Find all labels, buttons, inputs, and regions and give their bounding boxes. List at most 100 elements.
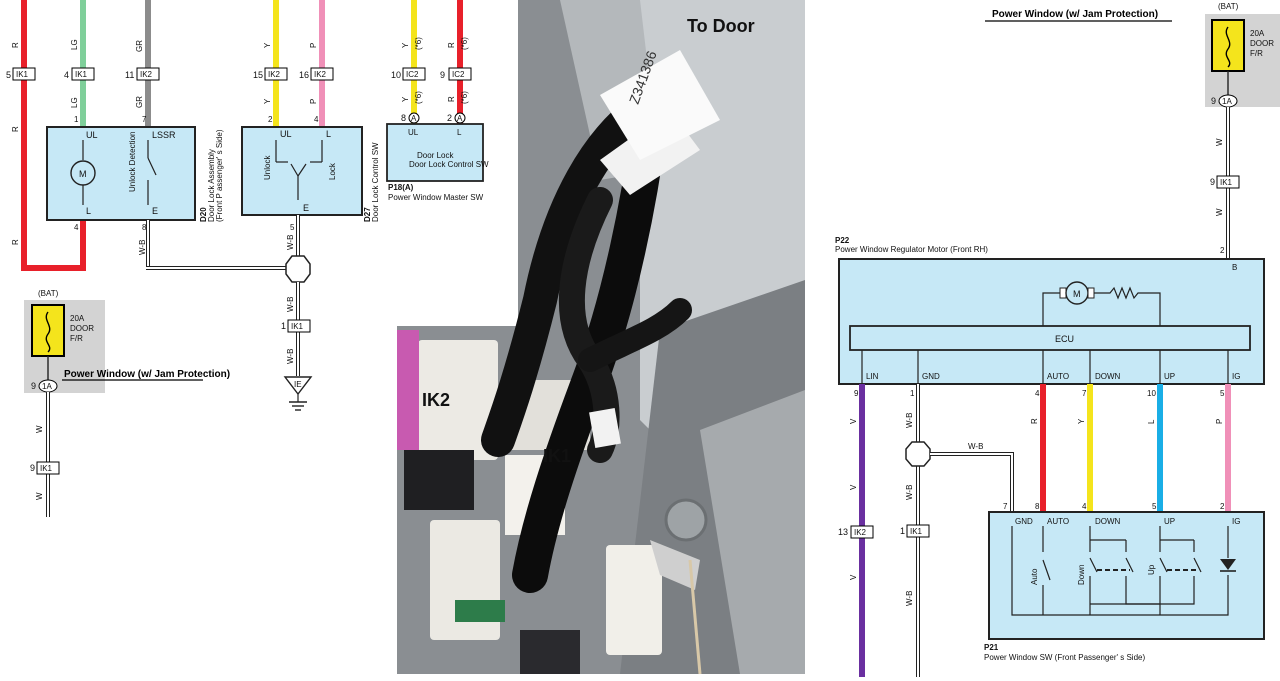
right-diagram: Power Window (w/ Jam Protection) (BAT) 2… — [835, 2, 1280, 677]
pin-number: 4 — [74, 223, 79, 232]
connector-tag — [264, 67, 288, 81]
pin-number: 10 — [391, 70, 401, 80]
switch-label: Auto — [1030, 568, 1039, 585]
wire-code: LG — [70, 97, 79, 108]
door-lock-assembly: 1 7 UL LSSR L E 4 8 M Unlock Detection D… — [46, 115, 224, 232]
connector-tag — [36, 461, 60, 475]
down-switch-icon — [1089, 557, 1098, 573]
component-name: Power Window Master SW — [388, 193, 484, 202]
door-lock-control-switch: 2 4 UL L E 5 Unlock Lock D27 Door Lock C… — [241, 115, 380, 232]
terminal-label: L — [86, 206, 91, 216]
wire-code: GR — [135, 40, 144, 52]
component-name: Power Window SW (Front Passenger' s Side… — [984, 653, 1145, 662]
wire-code: R — [447, 96, 456, 102]
terminal-label: AUTO — [1047, 517, 1069, 526]
pin-number: 1 — [74, 115, 79, 124]
connector-name: IK1 — [75, 70, 88, 79]
wire-code: W-B — [138, 240, 147, 255]
component-code: P22 — [835, 236, 850, 245]
connector-name: 1A — [42, 382, 52, 391]
switch-icon — [147, 157, 157, 176]
connector-tag — [136, 67, 160, 81]
terminal-label: UL — [408, 128, 419, 137]
connector-name: IK1 — [291, 322, 304, 331]
left-diagram: R LG GR Y P Y (*6) R (*6) 5 IK1 4 IK1 11… — [6, 0, 489, 517]
pin-number: 5 — [1220, 389, 1225, 398]
connector-tag — [402, 67, 426, 81]
component-code: D27 — [363, 207, 372, 222]
wire-code: Y — [263, 98, 272, 104]
wire-code: R — [1030, 418, 1039, 424]
component-code: P21 — [984, 643, 999, 652]
connector-tag — [310, 67, 334, 81]
pin-number: 8 — [142, 223, 147, 232]
auto-switch-icon — [1042, 559, 1051, 581]
pin-number: 2 — [1220, 246, 1225, 255]
ground-tag: IE — [294, 380, 302, 389]
pin-number: 8 — [401, 113, 406, 123]
wire-code: R — [11, 239, 20, 245]
terminal-label: UL — [280, 129, 292, 139]
connector-name: IK1 — [1220, 178, 1233, 187]
ik1-label: IK1 — [543, 446, 571, 466]
terminal-label: GND — [922, 372, 940, 381]
motor-label: M — [1073, 289, 1081, 299]
power-window-switch: 7 8 4 5 2 GND AUTO DOWN UP IG Auto Down — [984, 502, 1265, 662]
pin-number: 2 — [268, 115, 273, 124]
ik2-label: IK2 — [422, 390, 450, 410]
terminal-label: IG — [1232, 372, 1240, 381]
splice-point — [905, 441, 931, 467]
connector-name: IC2 — [406, 70, 419, 79]
wire-code: W-B — [968, 442, 983, 451]
wire-code: V — [849, 484, 858, 490]
terminal-label: E — [303, 203, 309, 213]
connector-tag — [850, 525, 874, 539]
component-code: D20 — [199, 207, 208, 222]
pin-number: 13 — [838, 527, 848, 537]
connector-name: IK1 — [16, 70, 29, 79]
pin-number: 8 — [1035, 502, 1040, 511]
terminal-label: UP — [1164, 372, 1175, 381]
component-box — [46, 126, 196, 221]
terminal-label: DOWN — [1095, 372, 1121, 381]
fuse-sub: F/R — [70, 334, 83, 343]
connector-name: IK1 — [910, 527, 923, 536]
component-name: Power Window Regulator Motor (Front RH) — [835, 245, 988, 254]
harness-photo: Z341386 To Door IK2 IK1 — [397, 0, 805, 675]
wire-code: W — [35, 492, 44, 500]
up-switch-icon — [1159, 557, 1168, 573]
component-name: Door Lock Assembly — [207, 149, 216, 222]
terminal-label: DOWN — [1095, 517, 1121, 526]
bat-label: (BAT) — [1218, 2, 1239, 11]
pin-number: 5 — [1152, 502, 1157, 511]
switch-label: Up — [1147, 564, 1156, 575]
wire-code: R — [11, 42, 20, 48]
wire-code: W — [1215, 138, 1224, 146]
component-name: Door Lock Control SW — [371, 142, 380, 222]
connector-name: IK2 — [314, 70, 327, 79]
component-box — [386, 123, 484, 182]
wire-code: R — [11, 126, 20, 132]
wire-code: V — [849, 574, 858, 580]
pin-number: 7 — [1003, 502, 1008, 511]
wire-code: L — [1147, 419, 1156, 424]
fuse-name: DOOR — [1250, 39, 1274, 48]
connector-tag — [906, 524, 930, 538]
pin-tag-label: A — [457, 114, 463, 123]
wire-code: R — [447, 42, 456, 48]
cable-tie — [589, 408, 621, 448]
diagram-title: Power Window (w/ Jam Protection) — [64, 369, 230, 380]
wire-code: Y — [401, 42, 410, 48]
pin-number: 9 — [30, 463, 35, 473]
terminal-label: L — [457, 128, 462, 137]
pin-number: 7 — [1082, 389, 1087, 398]
pin-number: 4 — [1082, 502, 1087, 511]
pin-number: 5 — [290, 223, 295, 232]
connector-name: IK2 — [268, 70, 281, 79]
wire-code: Y — [1077, 418, 1086, 424]
fuse-rating: 20A — [70, 314, 85, 323]
fuse-name: DOOR — [70, 324, 94, 333]
pin-number: 16 — [299, 70, 309, 80]
connector-tag — [287, 319, 311, 333]
